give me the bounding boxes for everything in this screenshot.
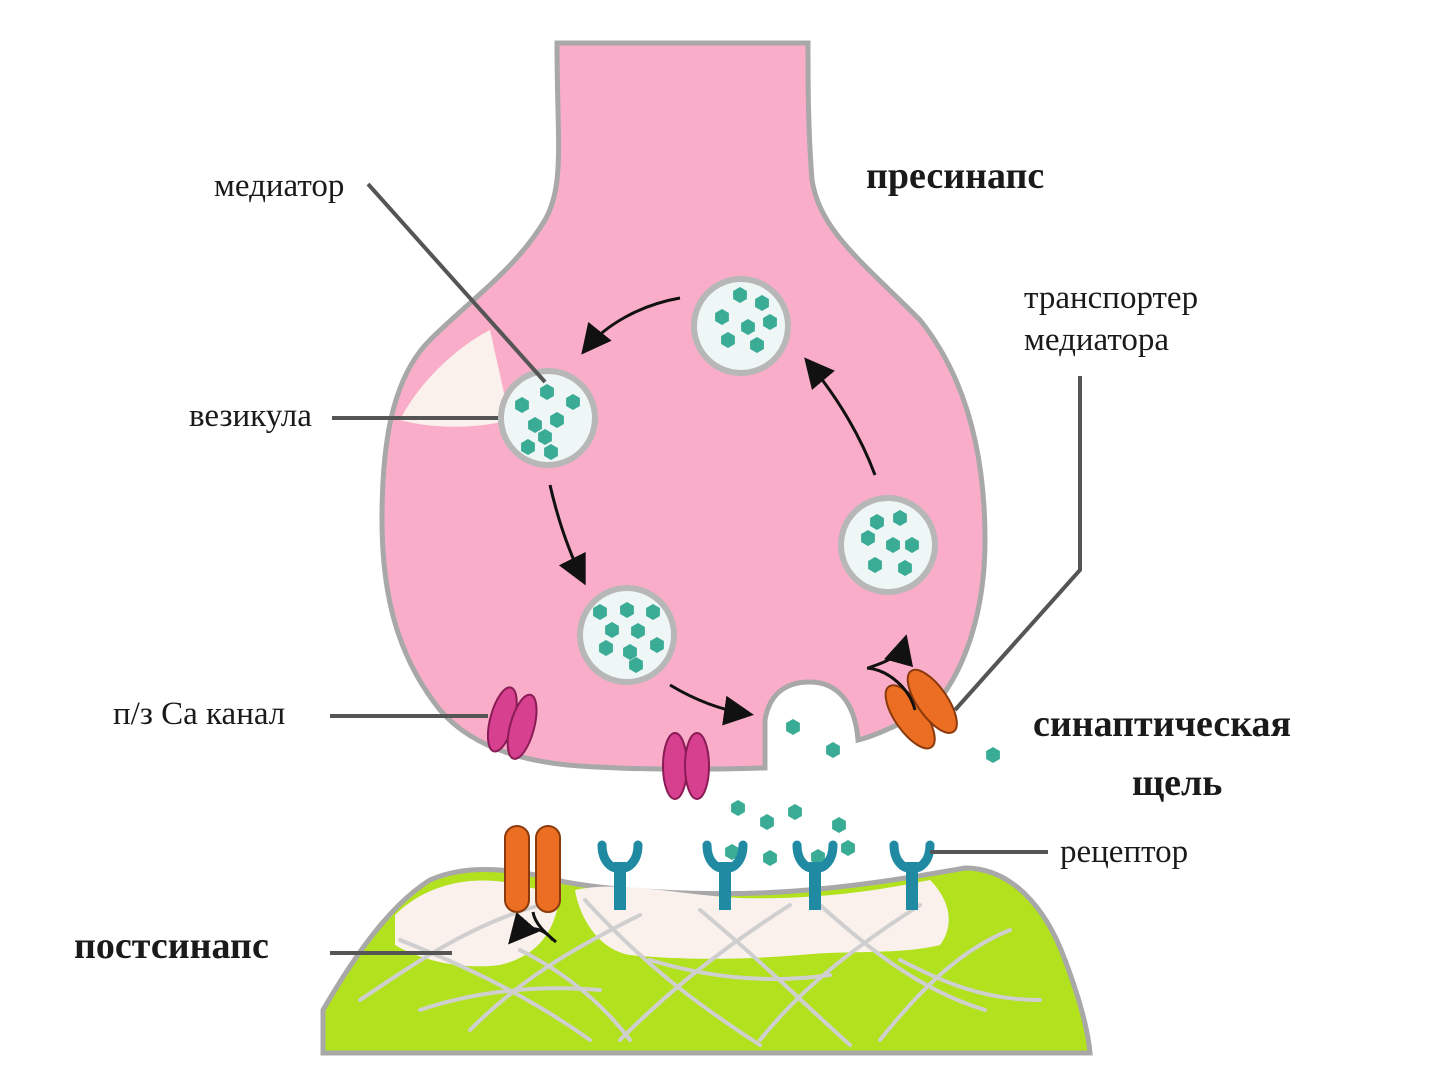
leader-lines (330, 182, 1082, 955)
arrow-reuptake (867, 634, 914, 670)
mediator-molecule-icon (811, 849, 825, 865)
mediator-molecule-icon (893, 510, 907, 526)
mediator-molecule-icon (646, 604, 660, 620)
label-transporter-line2: медиатора (1024, 322, 1169, 358)
mediator-molecule-icon (905, 537, 919, 553)
mediator-molecule-icon (544, 444, 558, 460)
transporter-icon (884, 668, 958, 750)
mediator-molecule-icon (763, 314, 777, 330)
mediator-molecule-icon (725, 844, 739, 860)
mediator-molecule-icon (550, 412, 564, 428)
label-vesicle: везикула (189, 398, 312, 434)
receptor-icon (702, 840, 748, 910)
mediator-molecule-icon (650, 637, 664, 653)
mediator-molecule-icon (832, 817, 846, 833)
mediator-molecule-icon (629, 657, 643, 673)
label-transporter-line1: транспортер (1024, 280, 1198, 316)
mediator-molecule-icon (620, 602, 634, 618)
mediator-molecule-icon (750, 337, 764, 353)
mediator-molecule-icon (868, 557, 882, 573)
mediator-molecule-icon (721, 332, 735, 348)
arrow-bottom (669, 683, 754, 726)
label-presynapse: пресинапс (866, 155, 1044, 197)
mediator-molecule-icon (886, 537, 900, 553)
mediator-molecule-icon (515, 397, 529, 413)
mediator-molecules (515, 287, 1000, 866)
mediator-molecule-icon (715, 309, 729, 325)
mediator-molecule-icon (538, 429, 552, 445)
mediator-molecule-icon (755, 295, 769, 311)
mediator-molecule-icon (566, 394, 580, 410)
label-synaptic-cleft-line1: синаптическая (1033, 703, 1291, 745)
label-ca-channel: п/з Ca канал (113, 696, 285, 732)
ca-channels (486, 686, 710, 800)
transporter-icon (504, 825, 561, 913)
cytoskeleton (358, 880, 1042, 1047)
mediator-molecule-icon (760, 814, 774, 830)
receptor-icon (889, 840, 935, 910)
mediator-molecule-icon (731, 800, 745, 816)
mediator-molecule-icon (599, 640, 613, 656)
mediator-molecule-icon (733, 287, 747, 303)
receptors (597, 840, 935, 910)
mediator-molecule-icon (741, 319, 755, 335)
ca-channel-icon (662, 732, 710, 800)
mediator-molecule-icon (631, 623, 645, 639)
mediator-molecule-icon (841, 840, 855, 856)
arrow-right (804, 357, 877, 476)
leader-mediator (366, 182, 547, 384)
vesicle-cycle-arrows (508, 296, 914, 945)
transporters (504, 668, 958, 913)
mediator-molecule-icon (528, 417, 542, 433)
ca-channel-icon (486, 686, 538, 760)
mediator-molecule-icon (870, 514, 884, 530)
mediator-molecule-icon (540, 384, 554, 400)
transporter-flow-curve (866, 666, 917, 711)
arrow-left (548, 484, 586, 586)
label-receptor: рецептор (1060, 834, 1188, 870)
mediator-molecule-icon (605, 622, 619, 638)
mediator-molecule-icon (623, 644, 637, 660)
presynaptic-membrane (379, 40, 988, 772)
mediator-molecule-icon (898, 560, 912, 576)
mediator-molecule-icon (521, 439, 535, 455)
mediator-molecule-icon (763, 850, 777, 866)
mediator-molecule-icon (861, 530, 875, 546)
mediator-molecule-icon (593, 604, 607, 620)
label-mediator: медиатор (214, 168, 344, 204)
mediator-molecule-icon (826, 742, 840, 758)
arrow-top (581, 296, 681, 355)
mediator-molecule-icon (788, 804, 802, 820)
receptor-icon (792, 840, 838, 910)
presynapse (379, 40, 988, 772)
label-synaptic-cleft-line2: щель (1132, 762, 1222, 804)
leader-transporter (953, 376, 1082, 712)
mediator-molecule-icon (786, 719, 800, 735)
mediator-molecule-icon (986, 747, 1000, 763)
receptor-icon (597, 840, 643, 910)
postsynapse (320, 865, 1093, 1056)
label-postsynapse: постсинапс (74, 925, 269, 967)
postsyn-channel-flow (531, 911, 557, 944)
labels: пресинапс медиатор везикула транспортер … (74, 155, 1291, 967)
presynaptic-cytoskeleton (400, 330, 510, 427)
